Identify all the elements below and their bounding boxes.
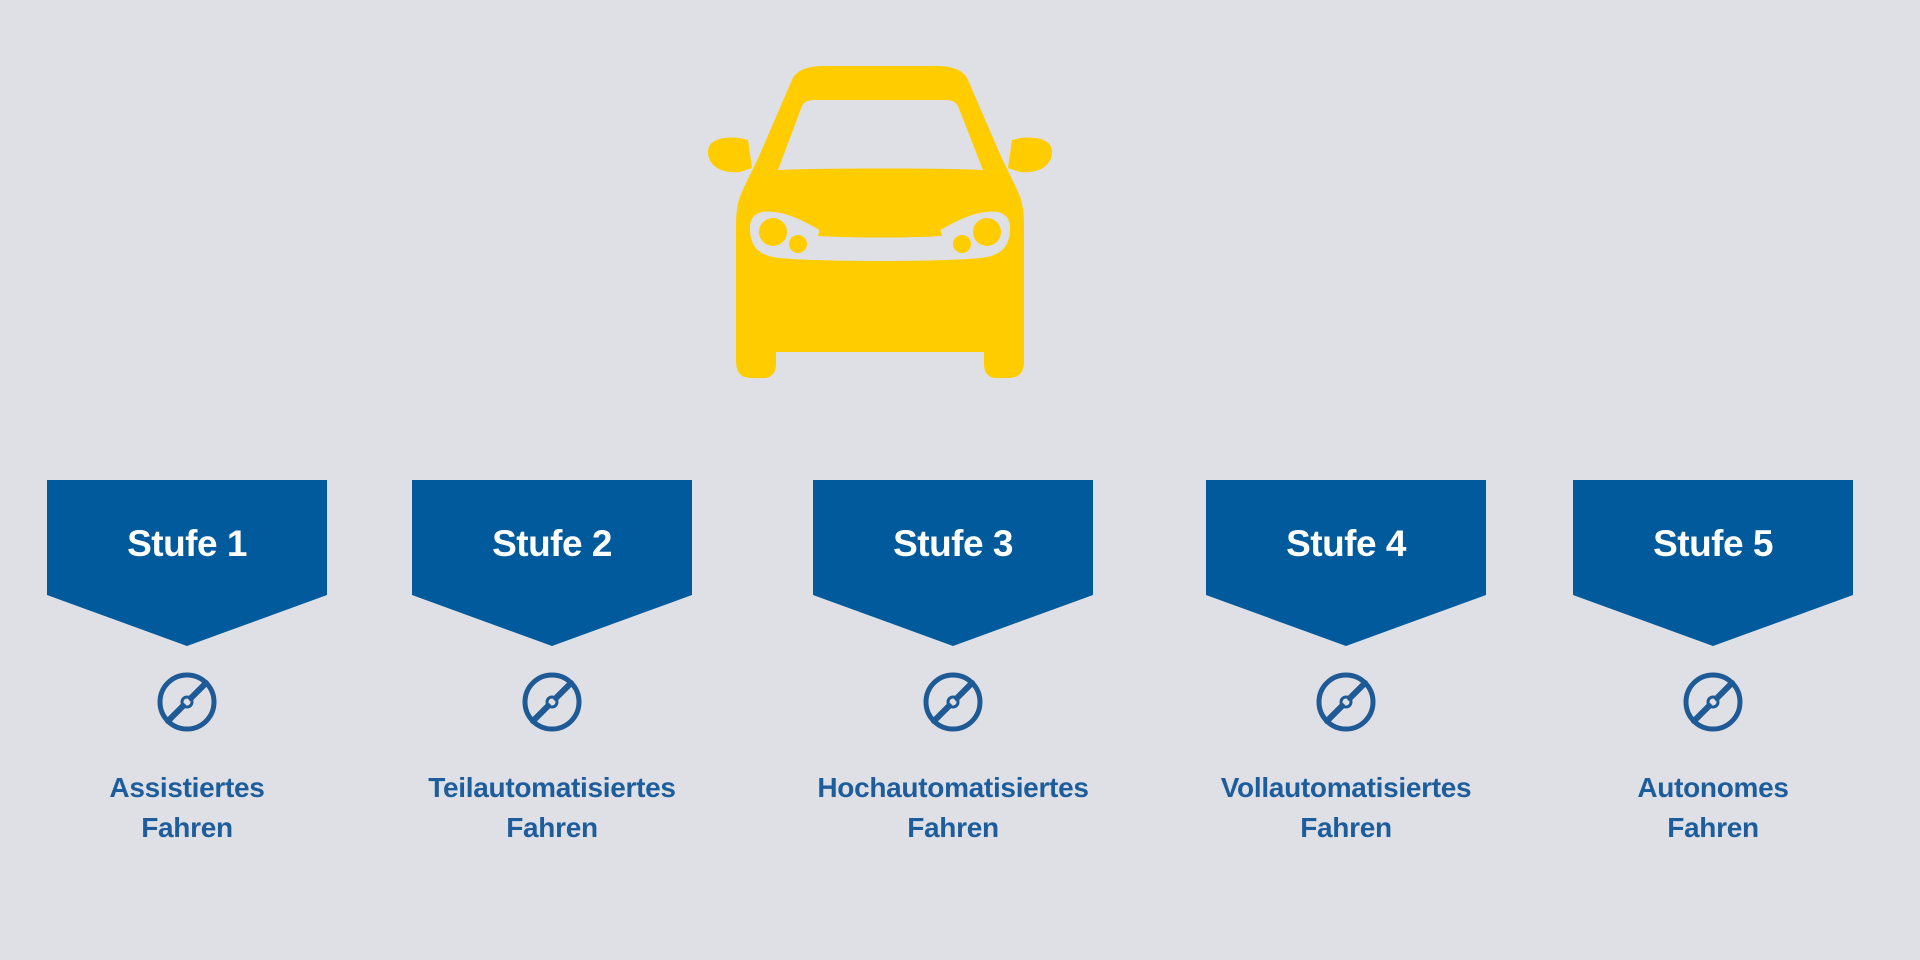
- stage-name: Autonomes Fahren: [1533, 768, 1893, 848]
- stage-1: Stufe 1 Assistiertes Fahren: [47, 480, 327, 880]
- stage-name: Hochautomatisiertes Fahren: [773, 768, 1133, 848]
- stage-badge: Stufe 1: [47, 480, 327, 646]
- stage-name-line1: Teilautomatisiertes: [428, 772, 676, 803]
- stage-badge: Stufe 2: [412, 480, 692, 646]
- car-front-icon: [700, 60, 1060, 400]
- stage-3: Stufe 3 Hochautomatisiertes Fahren: [813, 480, 1093, 880]
- stage-5: Stufe 5 Autonomes Fahren: [1573, 480, 1853, 880]
- stage-name-line2: Fahren: [1300, 812, 1392, 843]
- stage-badge-label: Stufe 5: [1653, 523, 1773, 564]
- stage-name-line1: Vollautomatisiertes: [1220, 772, 1472, 803]
- steering-wheel-icon: [1314, 670, 1378, 734]
- steering-wheel-icon: [921, 670, 985, 734]
- stage-name-line1: Hochautomatisiertes: [817, 772, 1089, 803]
- stage-name: Vollautomatisiertes Fahren: [1166, 768, 1526, 848]
- stage-badge-label: Stufe 4: [1286, 523, 1406, 564]
- stage-badge-label: Stufe 1: [127, 523, 247, 564]
- stage-name-line2: Fahren: [907, 812, 999, 843]
- stage-name-line1: Autonomes: [1637, 772, 1789, 803]
- stage-name: Assistiertes Fahren: [7, 768, 367, 848]
- steering-wheel-icon: [155, 670, 219, 734]
- stage-badge: Stufe 3: [813, 480, 1093, 646]
- stage-name-line2: Fahren: [1667, 812, 1759, 843]
- stage-badge-label: Stufe 2: [492, 523, 612, 564]
- stage-badge: Stufe 5: [1573, 480, 1853, 646]
- stage-2: Stufe 2 Teilautomatisiertes Fahren: [412, 480, 692, 880]
- steering-wheel-icon: [1681, 670, 1745, 734]
- stage-4: Stufe 4 Vollautomatisiertes Fahren: [1206, 480, 1486, 880]
- stage-name-line2: Fahren: [506, 812, 598, 843]
- stage-name-line1: Assistiertes: [109, 772, 265, 803]
- stage-name: Teilautomatisiertes Fahren: [372, 768, 732, 848]
- stage-badge-label: Stufe 3: [893, 523, 1013, 564]
- stage-name-line2: Fahren: [141, 812, 233, 843]
- stage-badge: Stufe 4: [1206, 480, 1486, 646]
- steering-wheel-icon: [520, 670, 584, 734]
